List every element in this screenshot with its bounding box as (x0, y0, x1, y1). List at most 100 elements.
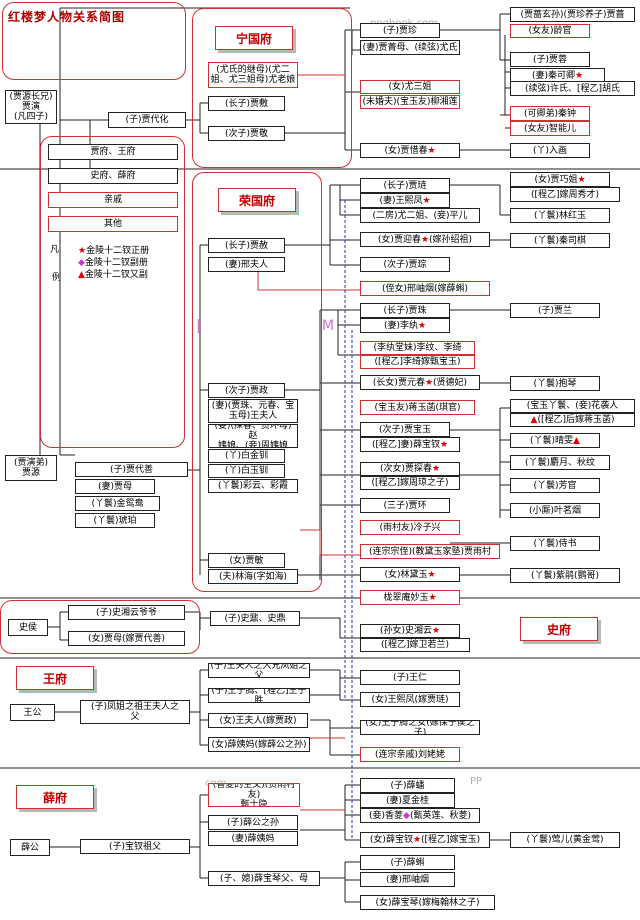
li-wan-label: (妻)李纨 (383, 320, 418, 331)
watermark-bottom-right: PP (470, 776, 483, 787)
person-xue-yima: (女)薛姨妈(嫁薛公之孙) (208, 737, 310, 752)
title-frame (2, 2, 186, 80)
star-main-icon: ★ (424, 377, 434, 388)
person-zhinenger: (女友)智能儿 (510, 121, 590, 136)
person-caiyun: (丫鬟)彩云、彩霞 (208, 479, 298, 493)
person-jia-she: (长子)贾赦 (208, 238, 285, 253)
miaoyu-label: 栊翠庵妙玉 (383, 592, 429, 603)
person-xiren-husband: ▲([程乙]后嫁蒋玉菡) (510, 413, 635, 427)
baochai-wife-label: ([程乙]妻)薛宝钗 (371, 439, 440, 450)
qin-keqing-label: (妻)秦可卿 (531, 70, 575, 81)
person-xiren: (宝玉丫鬟、(妾)花袭人 (510, 399, 635, 413)
yingchun-label: (女)贾迎春 (377, 234, 421, 245)
person-shiqiao: (丫鬟)侍书 (510, 536, 600, 551)
person-jia-cong: (次子)贾琮 (360, 257, 450, 272)
xifeng-wang-label: (女)王熙凤(嫁贾琏) (371, 694, 449, 705)
triangle-extra-icon: ▲ (78, 270, 85, 280)
ning-frame (192, 8, 352, 168)
person-jia-chang: (贾蔷玄孙)(贾珍养子)贾蔷 (510, 7, 635, 22)
person-jia-lan: (子)贾兰 (510, 303, 600, 318)
star-main-icon: ★ (431, 626, 441, 636)
person-xing-xiuyan-wife: (妻)邢岫烟 (360, 872, 455, 887)
person-qiaojie-husband: ([程乙]嫁周秀才) (510, 187, 620, 202)
person-sheyue: (丫鬟)麝月、秋纹 (510, 455, 610, 470)
person-xue-ke-father: (子、媳)薛宝琴父、母 (208, 871, 320, 886)
person-lin-ruhai: (夫)林海(字如海) (208, 569, 298, 584)
person-wang-ziteng: (子)王子腾、[程乙]王子胜 (208, 688, 310, 703)
person-baoqin: (丫鬟)抱琴 (510, 376, 600, 391)
person-li-wan: (妻)李纨★ (360, 318, 450, 333)
person-jia-lian: (长子)贾琏 (360, 178, 450, 193)
person-xing-furen: (妻)邢夫人 (208, 257, 285, 272)
person-liu-xianglian: (未婚夫)(宝玉友)柳湘莲 (360, 95, 460, 109)
person-miaoyu: 栊翠庵妙玉★ (360, 590, 460, 605)
person-shi-xiangyun: (孙女)史湘云★ (360, 624, 460, 638)
person-jia-qiaojie: (女)贾巧姐★ (510, 172, 610, 187)
star-main-icon: ★ (417, 320, 427, 331)
legend-row-relatives: 亲戚 (48, 192, 178, 208)
qingwen-label: (丫鬟)晴雯 (530, 435, 574, 446)
star-main-icon: ★ (428, 592, 437, 603)
legend-extra: ▲金陵十二钗又副 (78, 267, 148, 280)
deco-m: M (322, 318, 335, 334)
star-main-icon: ★ (412, 835, 422, 845)
legend-main-label: 金陵十二钗正册 (86, 246, 150, 256)
person-wang-uncle: (子)王夫人之大兄凤姐之父 (208, 663, 310, 678)
person-you-laoniang: (尤氏的继母)(尤二 姐、尤三姐母)尤老娘 (208, 62, 298, 88)
person-xue-grandpa: (子)宝钗祖父 (80, 839, 190, 854)
star-main-icon: ★ (427, 145, 436, 156)
person-jinchuan: (丫)白金钏 (208, 449, 285, 463)
diamond-sub-icon: ◆ (403, 810, 410, 821)
person-xue-ke: (子)薛蝌 (360, 855, 455, 870)
person-tanchun: (次女)贾探春★ (360, 462, 460, 476)
person-xue-baochai: (女)薛宝钗★([程乙]嫁宝玉) (360, 832, 490, 848)
person-rong-second: (续弦)许氏、[程乙]胡氏 (510, 81, 635, 96)
person-jia-jing: (次子)贾敬 (208, 126, 285, 141)
person-jia-zhen: (子)贾珍 (360, 23, 440, 38)
xiren-husband-label: ([程乙]后嫁蒋玉菡) (537, 415, 615, 425)
legend-main: ★金陵十二钗正册 (78, 243, 149, 256)
person-xue-yima2: (妻)薛姨妈 (208, 831, 298, 846)
star-main-icon: ★ (574, 70, 584, 81)
legend-sub: ◆金陵十二钗副册 (78, 255, 148, 268)
house-xue-fu: 薛府 (16, 785, 94, 809)
person-lin-hongyu: (丫鬟)林红玉 (510, 208, 610, 223)
person-jiang-yuhan: (宝玉友)蒋玉菡(琪官) (360, 400, 475, 415)
person-yinger: (丫鬟)莺儿(黄金莺) (510, 832, 620, 848)
star-main-icon: ★ (577, 174, 586, 185)
person-jia-fu: (长子)贾敷 (208, 96, 285, 111)
person-jia-zheng: (次子)贾政 (208, 383, 285, 398)
baochai-husband-label: ([程乙]嫁宝玉) (421, 835, 481, 845)
person-jia-baoyu: (次子)贾宝玉 (360, 422, 450, 437)
legend-frame (40, 136, 185, 448)
person-you-sanjie: (女)尤三姐 (360, 80, 460, 94)
person-jia-rong: (子)贾蓉 (510, 52, 590, 67)
person-li-qi: (李纨堂妹)李纹、李绮 (360, 341, 475, 355)
xiangyun-label: (孙女)史湘云 (379, 626, 432, 636)
star-main-icon: ★ (427, 569, 436, 580)
house-wang-fu: 王府 (16, 666, 94, 690)
person-xue-gong-son: (子)薛公之孙 (208, 815, 298, 830)
person-qingwen: (丫鬟)晴雯▲ (510, 433, 600, 448)
house-ning: 宁国府 (215, 26, 293, 50)
person-zhen-shiyin: (香菱的生父)(贾雨村友) 甄士隐 (208, 783, 300, 807)
legend-li: 例 (52, 273, 62, 283)
star-main-icon: ★ (78, 246, 87, 256)
person-yuanyang: (丫鬟)金鸳鸯 (75, 496, 160, 511)
shi-frame (0, 600, 200, 654)
yuanchun-title-label: (贤德妃) (433, 377, 468, 388)
person-wang-ren: (子)王仁 (360, 670, 460, 685)
legend-row-shi-xue: 史府、薛府 (48, 168, 178, 184)
person-jia-yingchun: (女)贾迎春★(嫁孙绍祖) (360, 232, 490, 247)
page-title: 红楼梦人物关系简图 (8, 10, 126, 24)
person-you-erjie: (二房)尤二姐、(妾)平儿 (360, 208, 480, 223)
person-wang-furen: (女)王夫人(嫁贾政) (208, 713, 308, 728)
person-hupo: (丫鬟)琥珀 (75, 513, 155, 528)
person-shi-ding: (子)史鼐、史鼎 (210, 611, 300, 626)
yingchun-husband-label: (嫁孙绍祖) (429, 234, 473, 245)
star-main-icon: ★ (422, 195, 431, 206)
person-leng-zixing: (雨村友)冷子兴 (360, 520, 460, 535)
person-jia-daihua: (子)贾代化 (108, 112, 186, 128)
person-qin-zhong: (可卿弟)秦钟 (510, 106, 590, 121)
